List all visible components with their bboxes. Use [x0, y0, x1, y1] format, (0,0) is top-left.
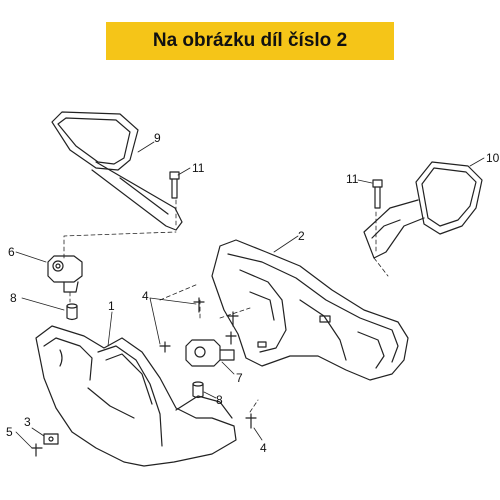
callout-3: 3 — [24, 415, 31, 429]
screw-small[interactable] — [31, 443, 43, 457]
callout-6: 6 — [8, 245, 15, 259]
callout-8-left: 8 — [10, 291, 17, 305]
bolt-right[interactable] — [372, 179, 383, 209]
callout-11-left: 11 — [192, 161, 205, 175]
page-title-banner: Na obrázku díl číslo 2 — [106, 22, 394, 60]
callout-4-upper: 4 — [142, 289, 149, 303]
callout-11-right: 11 — [346, 172, 359, 186]
right-mirror[interactable] — [363, 161, 483, 259]
rear-handlebar-cover[interactable] — [211, 239, 409, 381]
callout-10: 10 — [486, 151, 500, 165]
washer[interactable] — [43, 433, 59, 445]
callout-1: 1 — [108, 299, 115, 313]
screw-lower[interactable] — [245, 413, 257, 429]
left-mirror[interactable] — [51, 111, 183, 231]
screw-upper[interactable] — [159, 297, 239, 353]
callout-9: 9 — [154, 131, 161, 145]
callout-7: 7 — [236, 371, 243, 385]
spacer-left[interactable] — [66, 303, 78, 321]
bracket-clamp[interactable] — [185, 339, 235, 367]
spacer-center[interactable] — [192, 381, 204, 399]
callout-4-lower: 4 — [260, 441, 267, 455]
mirror-bracket[interactable] — [47, 255, 83, 293]
bolt-left[interactable] — [169, 171, 180, 199]
callout-8-center: 8 — [216, 393, 223, 407]
callout-5: 5 — [6, 425, 13, 439]
callout-2: 2 — [298, 229, 305, 243]
page-title: Na obrázku díl číslo 2 — [152, 30, 348, 51]
front-shield[interactable] — [35, 325, 237, 467]
